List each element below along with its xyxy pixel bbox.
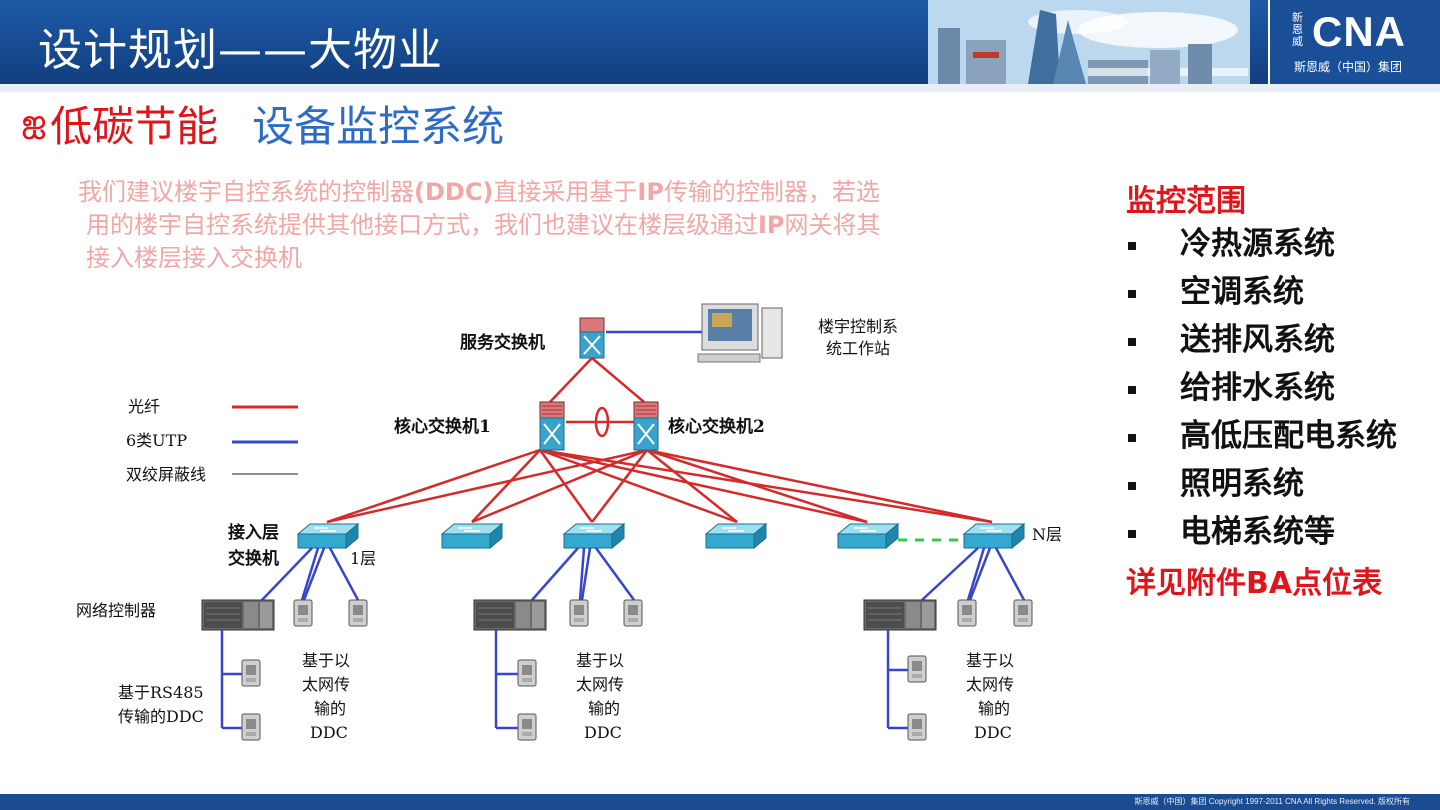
subtitle-red-text: 低碳节能 [50, 101, 219, 151]
header-city-photo [928, 0, 1250, 84]
utp-links-group1 [261, 547, 360, 601]
ddc-ethernet-2b-icon [623, 599, 643, 627]
ddc-ethernet-1a-icon [293, 599, 313, 627]
eth-ddc-3-label-line1: 基于以 [966, 651, 1014, 670]
monitoring-scope-panel: 监控范围 冷热源系统 空调系统 送排风系统 给排水系统 高低压配电系统 照明系统… [1126, 176, 1426, 602]
ddc-ethernet-3b-icon [1013, 599, 1033, 627]
network-topology-diagram: 光纤 6类UTP 双绞屏蔽线 服务交换机 楼宇控制系 统工作站 [62, 292, 1116, 764]
utp-links-group2 [531, 547, 636, 601]
fiber-links-core-to-access [326, 448, 993, 524]
decorative-swirl-icon: ஐ [22, 103, 47, 139]
eth-ddc-1-label-line4: DDC [310, 723, 348, 742]
legend-twisted-label: 双绞屏蔽线 [126, 465, 206, 484]
access-layer-label-line2: 交换机 [228, 548, 279, 569]
eth-ddc-1-label-line1: 基于以 [302, 651, 350, 670]
monitoring-scope-list: 冷热源系统 空调系统 送排风系统 给排水系统 高低压配电系统 照明系统 电梯系统… [1126, 222, 1426, 558]
eth-ddc-2-label-line2: 太网传 [576, 675, 624, 694]
footer-bar: 斯恩威（中国）集团 Copyright 1997-2011 CNA All Ri… [0, 794, 1440, 810]
eth-ddc-3-label-line4: DDC [974, 723, 1012, 742]
list-item: 照明系统 [1126, 462, 1426, 510]
network-controller-2-icon [473, 599, 547, 631]
ddc-rs485-2b-icon [517, 713, 537, 741]
ddc-rs485-1a-icon [241, 659, 261, 687]
rs485-bus-group2 [494, 630, 518, 730]
list-item: 空调系统 [1126, 270, 1426, 318]
network-controller-label: 网络控制器 [76, 601, 156, 620]
service-switch-label: 服务交换机 [460, 332, 545, 353]
description-line-3: 接入楼层接入交换机 [86, 244, 302, 272]
rs485-ddc-label-line1: 基于RS485 [118, 683, 204, 702]
utp-links-group3 [921, 547, 1026, 601]
eth-ddc-1-label-line2: 太网传 [302, 675, 350, 694]
access-switch-floorN-icon [963, 523, 1025, 549]
cna-logo: 新恩威 CNA 斯恩威（中国）集团 [1268, 0, 1440, 84]
access-switch-floor1-icon [297, 523, 359, 549]
logo-chinese-mark: 新恩威 [1292, 11, 1303, 48]
ddc-ethernet-1b-icon [348, 599, 368, 627]
logo-text: CNA [1312, 8, 1406, 55]
ddc-rs485-3a-icon [907, 655, 927, 683]
ddc-rs485-1b-icon [241, 713, 261, 741]
workstation-computer-icon [697, 303, 783, 363]
access-switch-2-icon [441, 523, 503, 549]
core-switch-1-label: 核心交换机1 [394, 416, 491, 437]
eth-ddc-2-label-line4: DDC [584, 723, 622, 742]
page-title: 设计规划——大物业 [38, 25, 443, 76]
rs485-bus-group3 [886, 630, 908, 730]
floor-N-label: N层 [1032, 525, 1062, 544]
workstation-label-line1: 楼宇控制系 [818, 317, 898, 336]
core-switch-1-icon [539, 401, 565, 451]
header-divider [0, 84, 1440, 92]
description-line-1: 我们建议楼宇自控系统的控制器(DDC)直接采用基于IP传输的控制器，若选 [78, 178, 880, 206]
core-switch-2-icon [633, 401, 659, 451]
description-paragraph: 我们建议楼宇自控系统的控制器(DDC)直接采用基于IP传输的控制器，若选 用的楼… [78, 176, 1018, 275]
eth-ddc-2-label-line1: 基于以 [576, 651, 624, 670]
ddc-rs485-3b-icon [907, 713, 927, 741]
list-item: 冷热源系统 [1126, 222, 1426, 270]
access-switch-4-icon [705, 523, 767, 549]
access-switch-5-icon [837, 523, 899, 549]
legend-fiber-label: 光纤 [128, 397, 160, 416]
network-diagram-svg: 光纤 6类UTP 双绞屏蔽线 服务交换机 楼宇控制系 统工作站 [76, 303, 1062, 742]
subtitle-blue-text: 设备监控系统 [252, 101, 505, 151]
ddc-ethernet-2a-icon [569, 599, 589, 627]
description-line-2: 用的楼宇自控系统提供其他接口方式，我们也建议在楼层级通过IP网关将其 [86, 211, 881, 239]
eth-ddc-3-label-line3: 输的 [978, 699, 1010, 718]
access-layer-label-line1: 接入层 [228, 522, 279, 543]
list-item: 给排水系统 [1126, 366, 1426, 414]
ddc-rs485-2a-icon [517, 659, 537, 687]
eth-ddc-3-label-line2: 太网传 [966, 675, 1014, 694]
header-bar: 设计规划——大物业 新恩威 CNA 斯恩威（中国）集团 [0, 0, 1440, 84]
city-skyline-image [928, 0, 1250, 84]
service-switch-icon [579, 317, 605, 359]
eth-ddc-1-label-line3: 输的 [314, 699, 346, 718]
list-item: 高低压配电系统 [1126, 414, 1426, 462]
copyright-text: 斯恩威（中国）集团 Copyright 1997-2011 CNA All Ri… [1134, 797, 1411, 806]
list-item: 送排风系统 [1126, 318, 1426, 366]
rs485-bus-group1 [220, 630, 242, 730]
workstation-label-line2: 统工作站 [826, 339, 890, 358]
floor-1-label: 1层 [350, 549, 376, 568]
core-switch-2-label: 核心交换机2 [668, 416, 765, 437]
network-controller-3-icon [863, 599, 937, 631]
network-controller-1-icon [201, 599, 275, 631]
monitoring-scope-heading: 监控范围 [1126, 184, 1246, 219]
appendix-reference: 详见附件BA点位表 [1126, 566, 1383, 601]
link-aggregation-ring [594, 406, 610, 438]
eth-ddc-2-label-line3: 输的 [588, 699, 620, 718]
ddc-ethernet-3a-icon [957, 599, 977, 627]
fiber-link-service-core1 [549, 357, 593, 403]
section-subtitle: ஐ 低碳节能 设备监控系统 [22, 96, 504, 151]
list-item: 电梯系统等 [1126, 510, 1426, 558]
access-switch-3-icon [563, 523, 625, 549]
fiber-link-service-core2 [591, 357, 645, 403]
legend-utp-label: 6类UTP [126, 431, 187, 450]
rs485-ddc-label-line2: 传输的DDC [118, 707, 204, 726]
logo-subtitle: 斯恩威（中国）集团 [1294, 60, 1403, 74]
